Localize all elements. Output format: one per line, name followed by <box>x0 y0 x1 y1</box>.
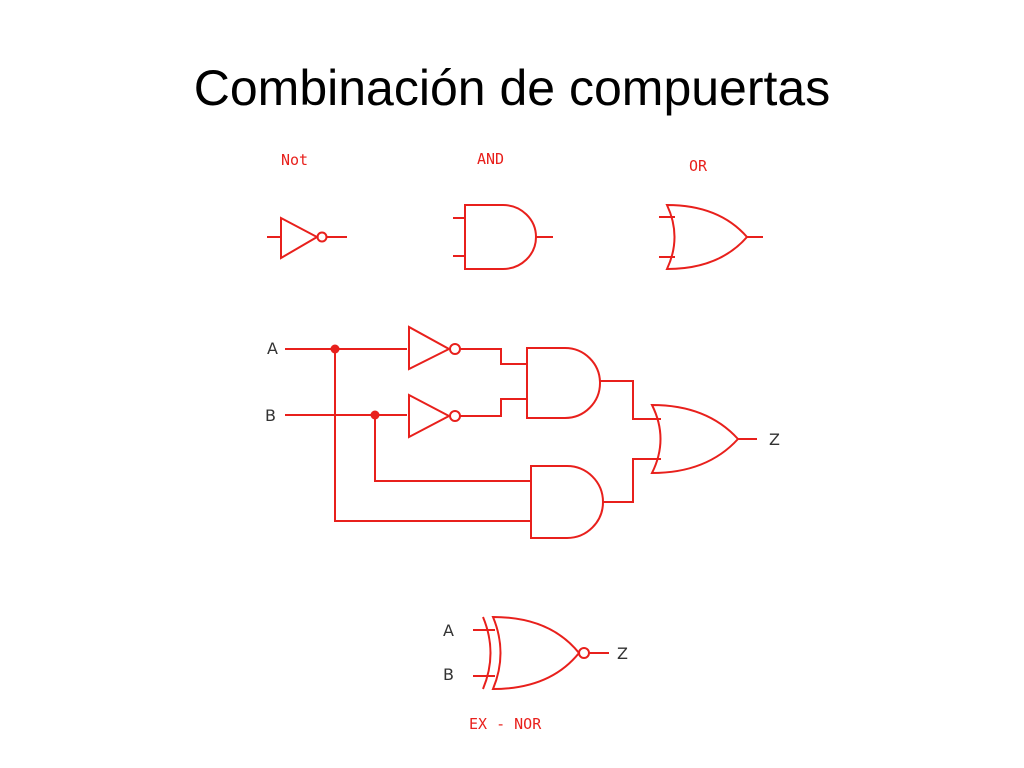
not-gate-b <box>408 393 452 439</box>
circuit-input-a-label: A <box>267 339 278 358</box>
not-gate-a <box>408 325 452 371</box>
or-gate-symbol <box>659 203 763 271</box>
circuit-input-b-label: B <box>265 406 276 425</box>
and-gate-symbol <box>453 204 553 270</box>
circuit-output-z-label: Z <box>769 430 780 449</box>
junction-dot-a <box>330 344 340 354</box>
and-label: AND <box>477 150 504 168</box>
or-label: OR <box>689 157 708 175</box>
not-gate-symbol <box>267 216 347 260</box>
logic-gates-diagram: Not AND OR A B Z A B Z EX - NOR <box>245 143 795 738</box>
not-label: Not <box>281 151 308 169</box>
exnor-label: EX - NOR <box>469 715 542 733</box>
combined-circuit <box>285 325 757 539</box>
junction-dot-b <box>370 410 380 420</box>
exnor-gate-symbol <box>473 615 609 691</box>
or-gate-output <box>650 403 740 475</box>
and-gate-bottom <box>530 465 604 539</box>
and-gate-top <box>526 347 601 419</box>
exnor-input-b-label: B <box>443 665 454 684</box>
slide-title: Combinación de compuertas <box>193 60 831 116</box>
exnor-input-a-label: A <box>443 621 454 640</box>
diagram-canvas: Not AND OR A B Z A B Z EX - NOR <box>265 150 780 733</box>
exnor-output-z-label: Z <box>617 644 628 663</box>
